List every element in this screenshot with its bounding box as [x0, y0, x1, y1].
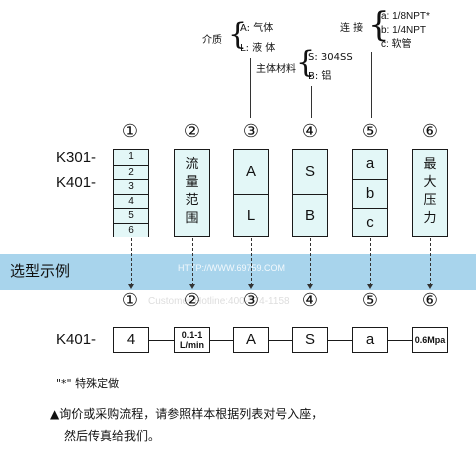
medium-cell-l[interactable]: L: [234, 194, 268, 236]
connect-brace: {: [368, 5, 390, 45]
flow-option-5[interactable]: 5: [114, 208, 148, 223]
example-material-value: S: [292, 327, 328, 353]
watermark-url: HTTP://WWW.69759.COM: [178, 263, 286, 273]
arrow-head-6: [427, 284, 433, 289]
position-6: ⑥: [421, 121, 439, 142]
material-brace: {: [296, 45, 316, 80]
connect-cell-b[interactable]: b: [353, 179, 387, 208]
connect-option-a: a: 1/8NPT*: [381, 11, 430, 22]
material-title: 主体材料: [256, 64, 296, 75]
inquiry-note-line2: 然后传真给我们。: [64, 429, 161, 443]
example-pressure-value: 0.6Mpa: [412, 327, 448, 353]
flow-range-box: 流量范围: [174, 149, 210, 237]
example-medium-value: A: [233, 327, 269, 353]
example-band-title: 选型示例: [10, 262, 71, 280]
example-flow-value: 4: [113, 327, 149, 353]
example-connect-value: a: [352, 327, 388, 353]
connect-cell-c[interactable]: c: [353, 208, 387, 236]
arrow-head-3: [248, 284, 254, 289]
example-position-3: ③: [242, 290, 260, 311]
example-position-2: ②: [183, 290, 201, 311]
connect-option-c: c: 软管: [381, 39, 412, 50]
arrow-head-1: [128, 284, 134, 289]
flow-option-1[interactable]: 1: [114, 150, 148, 165]
example-position-6: ⑥: [421, 290, 439, 311]
dashed-arrow-1: [131, 238, 132, 286]
medium-title: 介质: [202, 35, 222, 46]
position-1: ①: [121, 121, 139, 142]
position-4: ④: [301, 121, 319, 142]
dashed-arrow-4: [310, 238, 311, 286]
max-pressure-label: 最大压力: [423, 157, 437, 226]
special-order-note: "*" 特殊定做: [56, 377, 120, 390]
material-cell-b[interactable]: B: [293, 194, 327, 236]
example-model: K401-: [56, 331, 97, 348]
material-cell-s[interactable]: S: [293, 150, 327, 194]
flow-range-label: 流量范围: [185, 157, 199, 226]
inquiry-note-line1: ▲询价或采购流程，请参照样本根据列表对号入座，: [50, 407, 324, 421]
leader-line-material: [311, 86, 312, 118]
flow-option-6[interactable]: 6: [114, 222, 148, 237]
material-option-b: B: 铝: [308, 71, 332, 82]
arrow-head-5: [367, 284, 373, 289]
example-position-1: ①: [121, 290, 139, 311]
dashed-arrow-2: [192, 238, 193, 286]
watermark-hotline: Customer Hotline:400-574-1158: [148, 296, 290, 307]
model-k401: K401-: [56, 174, 97, 191]
connect-cell-a[interactable]: a: [353, 150, 387, 179]
medium-option-a: A: 气体: [240, 23, 274, 34]
example-position-5: ⑤: [361, 290, 379, 311]
leader-line-connect: [371, 52, 372, 118]
position-3: ③: [242, 121, 260, 142]
position-2: ②: [183, 121, 201, 142]
material-option-box: S B: [292, 149, 328, 237]
flow-option-3[interactable]: 3: [114, 179, 148, 194]
dashed-arrow-6: [430, 238, 431, 286]
example-band: [0, 254, 476, 290]
dashed-arrow-3: [251, 238, 252, 286]
leader-line-medium: [250, 58, 251, 118]
flow-option-4[interactable]: 4: [114, 193, 148, 208]
flow-option-2[interactable]: 2: [114, 164, 148, 179]
dashed-arrow-5: [370, 238, 371, 286]
max-pressure-box: 最大压力: [412, 149, 448, 237]
example-flow-range-value: 0.1-1 L/min: [174, 327, 210, 353]
connect-option-b: b: 1/4NPT: [381, 25, 427, 36]
connect-title: 连 接: [340, 23, 364, 34]
example-connector-line: [148, 340, 412, 341]
medium-cell-a[interactable]: A: [234, 150, 268, 194]
example-position-4: ④: [301, 290, 319, 311]
material-option-s: S: 304SS: [308, 52, 353, 63]
arrow-head-2: [189, 284, 195, 289]
medium-brace: {: [228, 17, 248, 52]
model-k301: K301-: [56, 149, 97, 166]
flow-option-box: 1 2 3 4 5 6: [113, 149, 149, 237]
medium-option-l: L: 液 体: [240, 43, 276, 54]
connect-option-box: a b c: [352, 149, 388, 237]
arrow-head-4: [307, 284, 313, 289]
medium-option-box: A L: [233, 149, 269, 237]
position-5: ⑤: [361, 121, 379, 142]
